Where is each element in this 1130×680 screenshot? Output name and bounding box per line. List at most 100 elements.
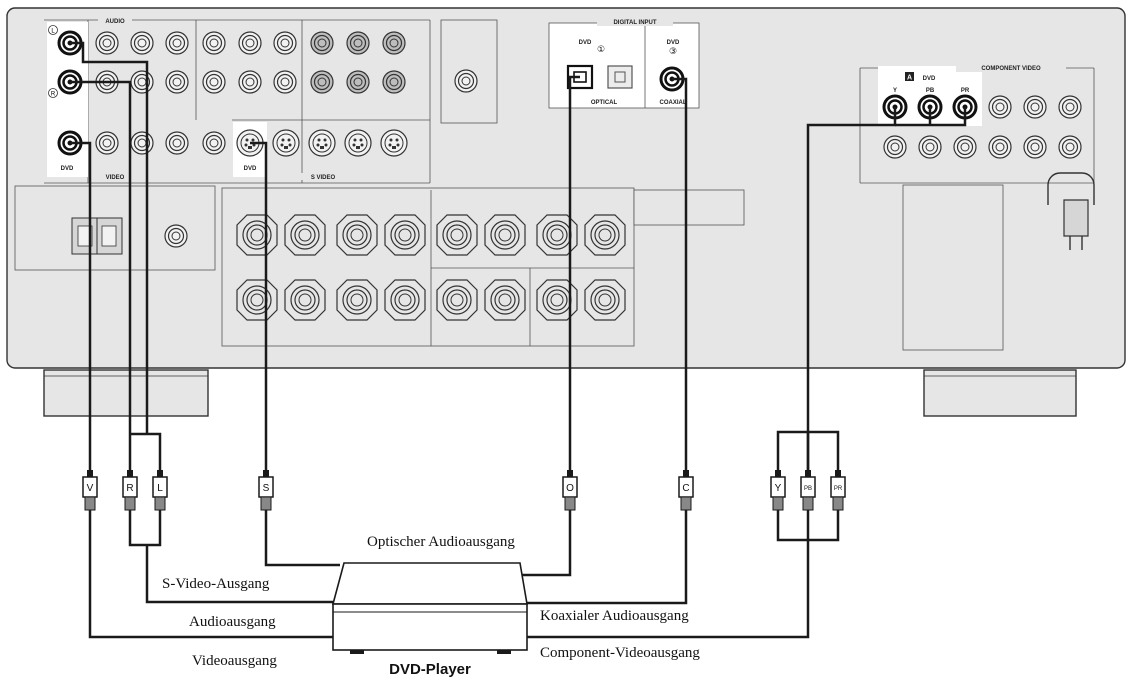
digital-input-block: DIGITAL INPUT DVD ① OPTICAL DVD ③ COAXIA… bbox=[548, 17, 700, 109]
audio-left-cable-top bbox=[70, 41, 162, 470]
component-dvd-label: DVD bbox=[923, 76, 936, 82]
dvd-optical-label: DVD bbox=[579, 40, 592, 46]
coaxial-cable-top bbox=[672, 77, 688, 470]
coax-connector bbox=[454, 69, 478, 93]
component-jack bbox=[1023, 135, 1047, 159]
svideo-cable-bottom bbox=[264, 510, 340, 567]
svideo-cable-top bbox=[250, 141, 268, 470]
audio-jack bbox=[346, 31, 370, 55]
video-label: VIDEO bbox=[106, 175, 125, 181]
speaker-terminal bbox=[484, 279, 526, 321]
speaker-terminal bbox=[336, 279, 378, 321]
coax-connector bbox=[164, 224, 188, 248]
audio-jack bbox=[202, 70, 226, 94]
cables bbox=[70, 41, 967, 639]
component-jack bbox=[918, 135, 942, 159]
audio-left-plug: L bbox=[152, 470, 168, 511]
speaker-terminal bbox=[336, 214, 378, 256]
right-channel-marker bbox=[48, 88, 58, 98]
audio-jack bbox=[130, 31, 154, 55]
component-pr-label: PR bbox=[961, 88, 970, 94]
speaker-terminal bbox=[236, 279, 278, 321]
audio-left-plug-letter: L bbox=[157, 483, 163, 494]
coaxial-label: COAXIAL bbox=[660, 100, 687, 106]
speaker-terminal bbox=[236, 214, 278, 256]
optical-plug-letter: O bbox=[566, 483, 574, 494]
svideo-output-caption: S-Video-Ausgang bbox=[162, 576, 270, 592]
speaker-terminal bbox=[284, 214, 326, 256]
audio-output-caption: Audioausgang bbox=[189, 614, 276, 630]
audio-jack bbox=[95, 31, 119, 55]
component-pr-plug-letter: PR bbox=[834, 486, 843, 492]
audio-right-cable-top bbox=[70, 80, 132, 470]
component-y-plug: Y bbox=[770, 470, 786, 511]
audio-video-jack-block: AUDIO VIDEO S VIDEO L R DVD DVD bbox=[44, 18, 431, 184]
audio-jack bbox=[202, 31, 226, 55]
svideo-jack bbox=[380, 129, 408, 157]
optical-jack bbox=[607, 65, 633, 89]
video-plug-letter: V bbox=[87, 483, 94, 494]
speaker-terminal bbox=[436, 279, 478, 321]
component-jack bbox=[1058, 135, 1082, 159]
dvd-player: DVD-Player bbox=[331, 562, 528, 678]
speaker-terminals-block bbox=[221, 187, 635, 347]
dvd-player-label: DVD-Player bbox=[389, 661, 471, 678]
component-jack bbox=[1058, 95, 1082, 119]
coaxial-cable-bottom bbox=[527, 510, 688, 605]
video-cable-bottom bbox=[88, 510, 333, 639]
svideo-jack bbox=[272, 129, 300, 157]
coaxial-plug-letter: C bbox=[682, 483, 689, 494]
speaker-terminal bbox=[484, 214, 526, 256]
audio-jack bbox=[346, 70, 370, 94]
right-channel-letter: R bbox=[51, 92, 56, 98]
digital-input-label: DIGITAL INPUT bbox=[613, 20, 656, 26]
video-plug: V bbox=[82, 470, 98, 511]
svideo-jack bbox=[344, 129, 372, 157]
cable-plugs: V R L S O C bbox=[82, 470, 846, 511]
component-jack bbox=[988, 95, 1012, 119]
audio-right-plug: R bbox=[122, 470, 138, 511]
audio-label: AUDIO bbox=[105, 19, 125, 25]
ac-outlet-area bbox=[902, 184, 1004, 351]
component-y-plug-letter: Y bbox=[775, 483, 782, 494]
audio-jack bbox=[310, 70, 334, 94]
optical-cable-bottom bbox=[520, 510, 572, 577]
component-jack bbox=[1023, 95, 1047, 119]
svideo-label: S VIDEO bbox=[311, 175, 336, 181]
power-cord-icon bbox=[1047, 172, 1095, 205]
speaker-terminal bbox=[584, 214, 626, 256]
component-pb-plug-letter: PB bbox=[804, 486, 812, 492]
optical-cable-top bbox=[568, 75, 580, 470]
component-pb-plug: PB bbox=[800, 470, 816, 511]
left-channel-letter: L bbox=[51, 29, 55, 35]
antenna-section bbox=[440, 19, 498, 124]
component-a-badge bbox=[905, 72, 914, 81]
dvd-audio-label: DVD bbox=[61, 166, 74, 172]
video-jack bbox=[165, 131, 189, 155]
speaker-terminal bbox=[436, 214, 478, 256]
audio-jack bbox=[382, 70, 406, 94]
audio-jack bbox=[165, 70, 189, 94]
component-video-label: COMPONENT VIDEO bbox=[981, 66, 1041, 72]
component-split-top bbox=[776, 430, 840, 470]
component-jack bbox=[953, 135, 977, 159]
component-bundle bbox=[895, 107, 967, 127]
audio-jack bbox=[382, 31, 406, 55]
audio-jack bbox=[165, 31, 189, 55]
svideo-plug: S bbox=[258, 470, 274, 511]
component-jack bbox=[883, 135, 907, 159]
svideo-jack bbox=[308, 129, 336, 157]
audio-jack bbox=[310, 31, 334, 55]
speaker-terminal bbox=[384, 279, 426, 321]
component-jack bbox=[988, 135, 1012, 159]
audio-jack bbox=[238, 70, 262, 94]
captions: Optischer Audioausgang S-Video-Ausgang A… bbox=[162, 534, 700, 669]
component-output-caption: Component-Videoausgang bbox=[540, 645, 700, 661]
coaxial-output-caption: Koaxialer Audioausgang bbox=[540, 608, 689, 624]
optical-output-caption: Optischer Audioausgang bbox=[367, 534, 515, 550]
audio-cable-bottom bbox=[128, 510, 333, 604]
audio-jack bbox=[273, 70, 297, 94]
video-cable-top bbox=[70, 141, 92, 470]
lower-panel-details bbox=[14, 172, 1095, 351]
